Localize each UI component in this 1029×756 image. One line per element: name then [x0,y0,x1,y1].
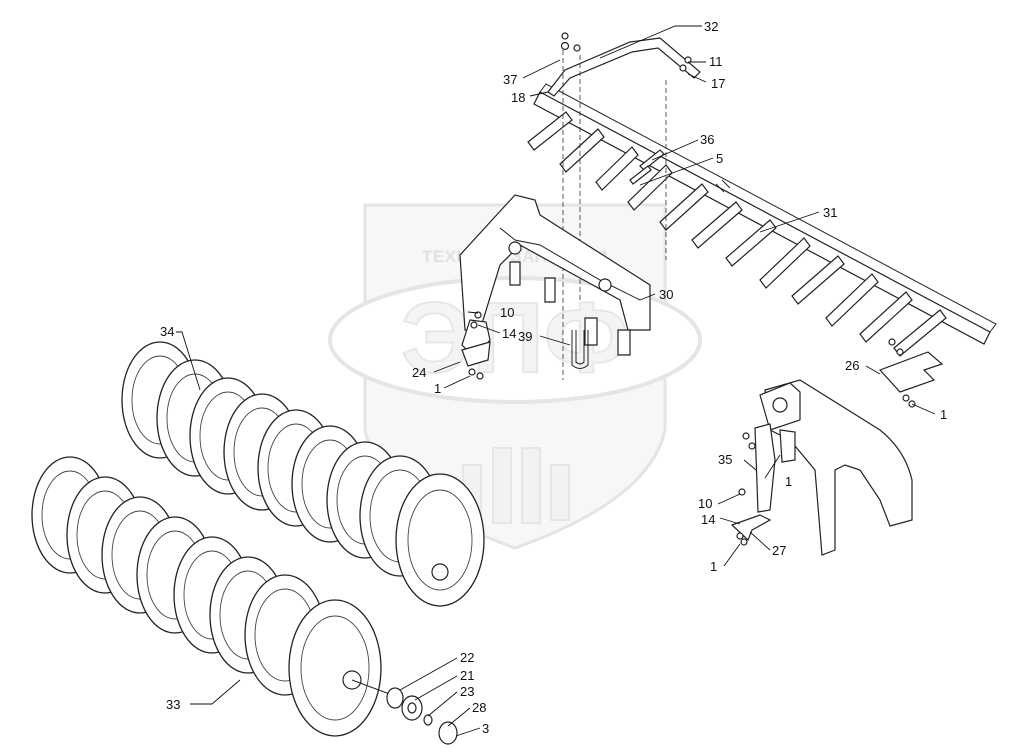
callout-35: 35 [718,452,732,467]
side-bracket [730,379,913,556]
harrow-tines [527,111,947,357]
callout-31: 31 [823,205,837,220]
disc-gang-33 [31,456,396,737]
callout-11: 11 [709,54,723,69]
callout-34: 34 [160,324,174,339]
callout-1-bracket: 1 [785,474,792,489]
callout-28: 28 [472,700,486,715]
leader-lines [176,25,936,737]
callout-17: 17 [711,76,725,91]
callout-33: 33 [166,697,180,712]
callout-10-right: 10 [698,496,712,511]
callout-labels: 32 11 17 37 18 36 5 31 30 10 14 39 24 1 … [160,19,947,736]
callout-10-left: 10 [500,305,514,320]
callout-36: 36 [700,132,714,147]
callout-23: 23 [460,684,474,699]
callout-24: 24 [412,365,426,380]
callout-14-right: 14 [701,512,715,527]
callout-21: 21 [460,668,474,683]
callout-1-center: 1 [434,381,441,396]
disc-gang-34 [121,341,485,607]
callout-3: 3 [482,721,489,736]
callout-14-left: 14 [502,326,516,341]
callout-22: 22 [460,650,474,665]
callout-30: 30 [659,287,673,302]
callout-37: 37 [503,72,517,87]
callout-5: 5 [716,151,723,166]
center-bracket [459,194,651,380]
callout-1-plate: 1 [940,407,947,422]
callout-18: 18 [511,90,525,105]
callout-32: 32 [704,19,718,34]
callout-27: 27 [772,543,786,558]
callout-26: 26 [845,358,859,373]
callout-39: 39 [518,329,532,344]
frame-bar-assembly [527,32,997,357]
hub-hardware [386,687,458,745]
callout-1-lower: 1 [710,559,717,574]
plate-26 [878,338,944,408]
